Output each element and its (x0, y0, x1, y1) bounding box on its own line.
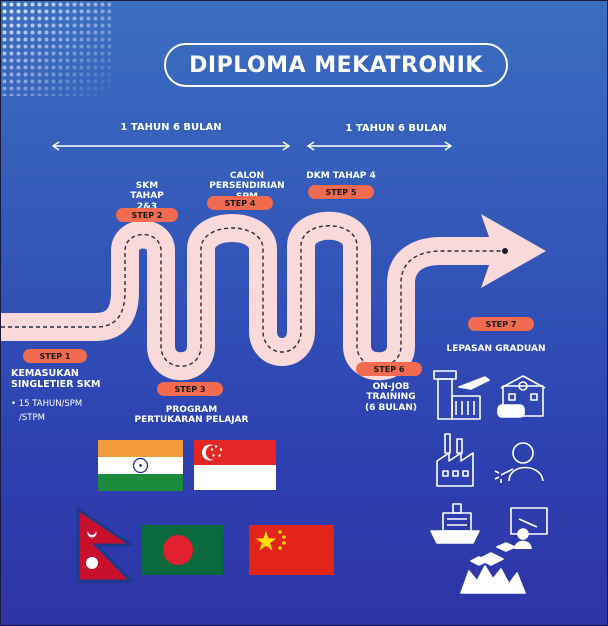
welder-icon (494, 442, 544, 483)
step-2-label: SKM TAHAP 2&3 (130, 181, 164, 212)
teacher-icon (510, 507, 548, 550)
step-1-badge: STEP 1 (23, 349, 87, 363)
step-5-label: DKM TAHAP 4 (306, 171, 376, 181)
nepal-flag (76, 506, 136, 583)
india-flag (98, 440, 183, 491)
graduation-crowd-icon (460, 542, 526, 594)
step-5-badge: STEP 5 (308, 185, 374, 199)
duration-label-1: 1 TAHUN 6 BULAN (120, 122, 222, 133)
step-4-badge: STEP 4 (207, 196, 273, 210)
step-7-badge: STEP 7 (468, 317, 534, 331)
dot-pattern-decoration (1, 1, 111, 96)
step-6-badge: STEP 6 (356, 362, 422, 376)
bangladesh-flag (142, 525, 223, 575)
china-flag (249, 525, 334, 575)
step-7-label: LEPASAN GRADUAN (446, 344, 546, 354)
step-1-label: KEMASUKAN SINGLETIER SKM (11, 368, 101, 390)
page-title: DIPLOMA MEKATRONIK (164, 43, 508, 87)
step-1-notes: • 15 TAHUN/SPM /STPM (11, 399, 83, 424)
step-2-badge: STEP 2 (116, 208, 178, 222)
step-3-label: PROGRAM PERTUKARAN PELAJAR (134, 405, 249, 426)
cruise-ship-icon (430, 503, 480, 544)
singapore-flag (194, 440, 276, 490)
airport-icon (433, 370, 490, 420)
train-station-icon (497, 375, 546, 418)
duration-label-2: 1 TAHUN 6 BULAN (345, 123, 447, 134)
step-3-badge: STEP 3 (157, 382, 223, 396)
step-6-label: ON-JOB TRAINING (6 BULAN) (364, 382, 418, 413)
factory-icon (436, 433, 474, 487)
